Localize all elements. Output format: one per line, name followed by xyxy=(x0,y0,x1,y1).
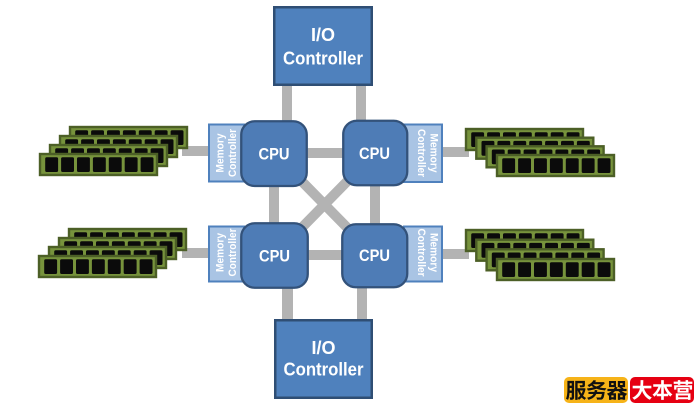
svg-text:Memory: Memory xyxy=(215,133,227,173)
svg-text:Memory: Memory xyxy=(428,134,440,174)
svg-text:CPU: CPU xyxy=(359,246,390,265)
svg-text:Controller: Controller xyxy=(415,229,427,278)
svg-text:I/O: I/O xyxy=(311,25,335,45)
svg-text:Controller: Controller xyxy=(284,360,364,380)
svg-text:Memory: Memory xyxy=(215,232,227,272)
svg-text:CPU: CPU xyxy=(359,144,390,163)
svg-text:CPU: CPU xyxy=(259,247,290,266)
svg-text:CPU: CPU xyxy=(259,145,290,164)
svg-text:I/O: I/O xyxy=(311,338,335,358)
svg-text:Controller: Controller xyxy=(415,129,427,178)
svg-text:Controller: Controller xyxy=(283,49,363,69)
svg-text:Controller: Controller xyxy=(227,128,239,177)
svg-text:Controller: Controller xyxy=(227,228,239,277)
svg-text:Memory: Memory xyxy=(428,233,440,273)
